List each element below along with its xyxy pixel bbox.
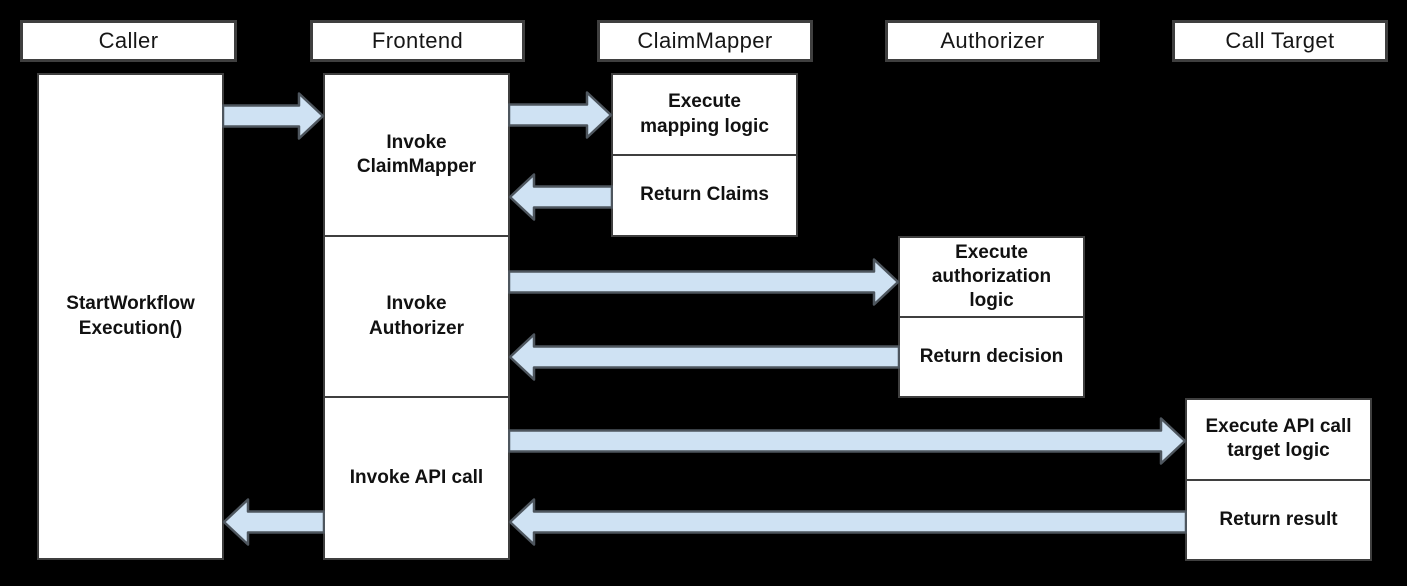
arrow-frontend-to-claimmapper [508, 91, 613, 139]
arrow-authorizer-to-frontend-return [508, 333, 900, 381]
lifeline-header-authorizer: Authorizer [885, 20, 1100, 62]
arrow-frontend-to-authorizer-shape [508, 258, 900, 306]
activation-call-target: Execute API call target logic Return res… [1185, 398, 1372, 561]
activation-label-return-decision: Return decision [900, 316, 1083, 396]
arrow-claimmapper-to-frontend-return-shape [508, 173, 613, 221]
activation-claimmapper: Execute mapping logic Return Claims [611, 73, 798, 237]
arrow-frontend-to-calltarget [508, 417, 1187, 465]
lifeline-header-frontend: Frontend [310, 20, 525, 62]
activation-frontend: Invoke ClaimMapper Invoke Authorizer Inv… [323, 73, 510, 560]
arrow-frontend-to-calltarget-shape [508, 417, 1187, 465]
activation-label-invoke-authorizer: Invoke Authorizer [325, 234, 508, 397]
activation-label-return-claims: Return Claims [613, 154, 796, 235]
lifeline-header-caller: Caller [20, 20, 237, 62]
arrow-authorizer-to-frontend-return-shape [508, 333, 900, 381]
activation-label-execute-mapping-logic: Execute mapping logic [640, 91, 769, 137]
arrow-frontend-to-caller-return [222, 498, 325, 546]
arrow-frontend-to-claimmapper-shape [508, 91, 613, 139]
arrow-frontend-to-caller-return-shape [222, 498, 325, 546]
activation-authorizer: Execute authorization logic Return decis… [898, 236, 1085, 398]
arrow-calltarget-to-frontend-return-shape [508, 498, 1187, 546]
activation-label-invoke-claimmapper: Invoke ClaimMapper [356, 131, 477, 177]
activation-caller: StartWorkflow Execution() [37, 73, 224, 560]
arrow-caller-to-frontend [222, 92, 325, 140]
activation-label-invoke-api-call: Invoke API call [325, 396, 508, 558]
activation-label-execute-authorization-logic: Execute authorization logic [931, 241, 1052, 312]
activation-label-return-result: Return result [1187, 478, 1370, 560]
arrow-claimmapper-to-frontend-return [508, 173, 613, 221]
activation-label-execute-api-call-target-logic: Execute API call target logic [1205, 415, 1352, 462]
arrow-frontend-to-authorizer [508, 258, 900, 306]
arrow-calltarget-to-frontend-return [508, 498, 1187, 546]
activation-label-startworkflowexecution: StartWorkflow Execution() [66, 293, 195, 339]
lifeline-header-claimmapper: ClaimMapper [597, 20, 813, 62]
arrow-caller-to-frontend-shape [222, 92, 325, 140]
lifeline-header-call-target: Call Target [1172, 20, 1388, 62]
